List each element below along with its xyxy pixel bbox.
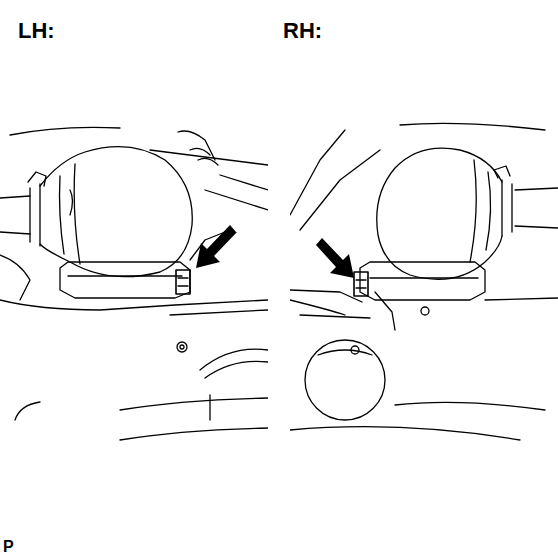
side-label: LH: <box>18 20 55 42</box>
rh-view <box>290 123 558 440</box>
pointer-arrow <box>196 225 237 268</box>
corner-mark: P <box>3 539 14 555</box>
side-label: RH: <box>283 20 322 42</box>
pointer-arrow <box>316 238 354 278</box>
lh-view <box>0 127 268 440</box>
